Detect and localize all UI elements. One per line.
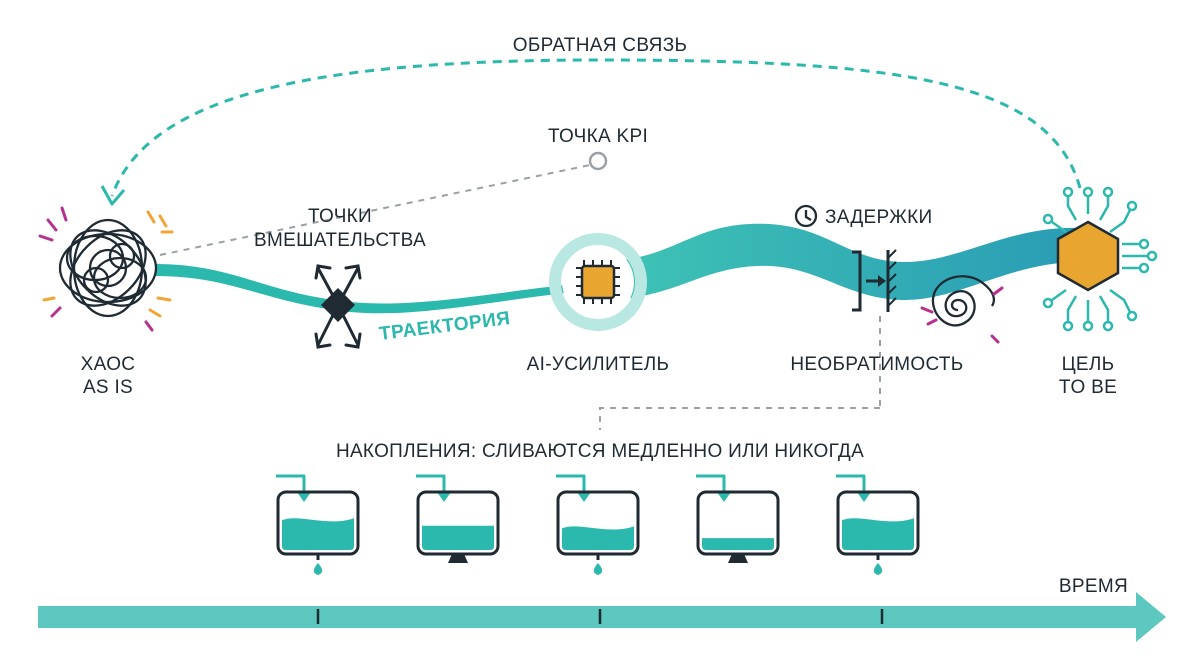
chaos-spark-icons [38,206,174,332]
tank-fill [282,518,354,550]
tank [836,474,920,575]
stand-icon [728,554,748,563]
tank [696,474,780,563]
tank-fill [842,518,914,550]
feedback-loop [100,58,1082,206]
kpi-point-icon [588,151,608,171]
spiral-icon [931,275,996,327]
tank [416,474,500,563]
drop-icon [313,563,323,575]
inflow-arrowhead-icon [577,492,591,502]
accumulations-connector [599,407,880,430]
goal-label: ЦЕЛЬ [1062,354,1115,375]
goal-hexagon-icon [1056,220,1120,292]
goal-circuit-icon [1042,186,1158,332]
stand-icon [448,554,468,563]
inflow-arrowhead-icon [297,492,311,502]
intervention-label: ТОЧКИ [308,206,372,227]
inflow-arrowhead-icon [717,492,731,502]
time-label: ВРЕМЯ [1059,576,1128,597]
tanks [276,474,920,575]
spiral-spark-icons [920,286,1004,344]
intervention-icon [314,264,362,349]
chaos-sublabel: AS IS [83,377,133,398]
delay-gate-icon [852,249,897,312]
accumulations-label: НАКОПЛЕНИЯ: СЛИВАЮТСЯ МЕДЛЕННО ИЛИ НИКОГ… [336,441,864,462]
kpi-pointer [159,151,608,256]
kpi-label: ТОЧКА KPI [548,126,648,147]
tank-fill [562,526,634,550]
tank [556,474,640,575]
inflow-arrowhead-icon [857,492,871,502]
trajectory-ribbon [155,223,1080,314]
chip-icon [576,260,620,304]
feedback-label: ОБРАТНАЯ СВЯЗЬ [513,35,687,56]
ai-amplifier-icon [549,233,647,331]
irreversibility-label: НЕОБРАТИМОСТЬ [790,354,963,375]
chaos-label: ХАОС [81,354,136,375]
tank-fill [702,538,774,550]
delays-label: ЗАДЕРЖКИ [825,207,932,228]
clock-icon [794,204,818,228]
inflow-arrowhead-icon [437,492,451,502]
tank-fill [422,525,494,550]
goal-sublabel: TO BE [1059,377,1117,398]
time-arrow [38,592,1166,642]
feedback-arrowhead-icon [100,185,126,206]
chaos-icon [58,218,158,318]
ai-amplifier-label: AI-УСИЛИТЕЛЬ [527,354,670,375]
drop-icon [593,563,603,575]
trajectory-label: ТРАЕКТОРИЯ [378,308,512,345]
intervention-sublabel: ВМЕШАТЕЛЬСТВА [254,230,426,251]
tank [276,474,360,575]
drop-icon [873,563,883,575]
